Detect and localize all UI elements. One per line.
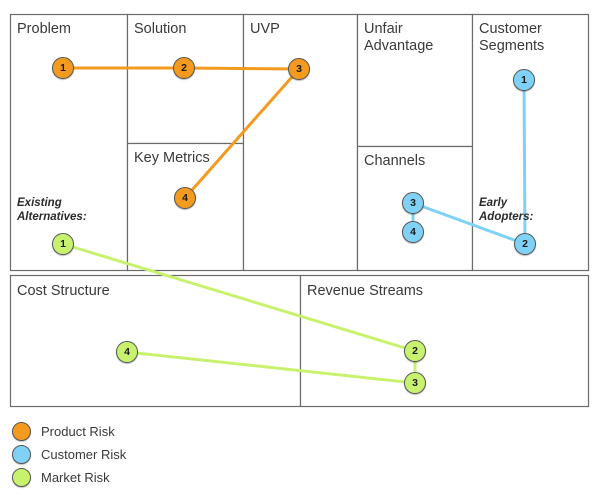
canvas-cell-solution bbox=[126, 13, 245, 145]
risk-node-label: 2 bbox=[412, 345, 418, 357]
risk-node-label: 3 bbox=[410, 197, 416, 209]
risk-links bbox=[61, 66, 527, 385]
legend-label-market-risk: Market Risk bbox=[41, 470, 110, 485]
link-product-2-to-product-3 bbox=[182, 66, 301, 71]
cell-title-solution: Solution bbox=[134, 21, 187, 37]
risk-node-product-3[interactable]: 3 bbox=[288, 58, 310, 80]
legend-swatch-product-risk-icon bbox=[12, 422, 31, 441]
link-customer-3-to-customer-2 bbox=[411, 201, 527, 246]
legend-item-product-risk: Product Risk bbox=[12, 420, 252, 443]
risk-node-label: 4 bbox=[182, 192, 188, 204]
risk-node-label: 4 bbox=[410, 226, 416, 238]
canvas-grid bbox=[9, 13, 590, 408]
risk-node-label: 1 bbox=[521, 74, 527, 86]
cell-title-problem: Problem bbox=[17, 21, 71, 37]
risk-node-label: 2 bbox=[181, 62, 187, 74]
link-market-4-to-market-3 bbox=[125, 350, 417, 385]
legend-label-customer-risk: Customer Risk bbox=[41, 447, 127, 462]
risk-node-label: 4 bbox=[124, 346, 130, 358]
cell-title-unfair-advantage: Unfair Advantage bbox=[364, 21, 434, 54]
cell-title-revenue-streams: Revenue Streams bbox=[307, 283, 424, 299]
risk-node-customer-2[interactable]: 2 bbox=[514, 233, 536, 255]
canvas-cell-unfair-advantage bbox=[356, 13, 474, 148]
cell-title-uvp: UVP bbox=[250, 21, 280, 37]
risk-node-product-2[interactable]: 2 bbox=[173, 57, 195, 79]
canvas-cell-customer-segments bbox=[471, 13, 590, 272]
cell-title-channels: Channels bbox=[364, 153, 426, 169]
risk-node-customer-3[interactable]: 3 bbox=[402, 192, 424, 214]
canvas-cell-cost-structure bbox=[9, 274, 302, 408]
link-market-1-to-market-2 bbox=[61, 242, 417, 353]
legend-label-product-risk: Product Risk bbox=[41, 424, 115, 439]
risk-node-market-1[interactable]: 1 bbox=[52, 233, 74, 255]
canvas-cell-problem bbox=[9, 13, 129, 272]
risk-node-product-1[interactable]: 1 bbox=[52, 57, 74, 79]
sub-label-existing-alternatives: Existing Alternatives: bbox=[17, 197, 87, 223]
risk-node-market-3[interactable]: 3 bbox=[404, 372, 426, 394]
risk-node-label: 2 bbox=[522, 238, 528, 250]
legend-swatch-customer-risk-icon bbox=[12, 445, 31, 464]
risk-node-product-4[interactable]: 4 bbox=[174, 187, 196, 209]
canvas-cell-uvp bbox=[242, 13, 359, 272]
cell-title-customer-segments: Customer Segments bbox=[479, 21, 545, 54]
risk-node-market-2[interactable]: 2 bbox=[404, 340, 426, 362]
risk-node-customer-4[interactable]: 4 bbox=[402, 221, 424, 243]
link-customer-1-to-customer-2 bbox=[522, 78, 527, 246]
legend-item-market-risk: Market Risk bbox=[12, 466, 252, 489]
risk-node-market-4[interactable]: 4 bbox=[116, 341, 138, 363]
risk-node-customer-1[interactable]: 1 bbox=[513, 69, 535, 91]
risk-node-label: 1 bbox=[60, 62, 66, 74]
canvas-cell-revenue-streams bbox=[299, 274, 590, 408]
cell-title-key-metrics: Key Metrics bbox=[134, 150, 210, 166]
risk-node-label: 3 bbox=[296, 63, 302, 75]
link-product-3-to-product-4 bbox=[183, 67, 301, 200]
legend-item-customer-risk: Customer Risk bbox=[12, 443, 252, 466]
risk-node-label: 3 bbox=[412, 377, 418, 389]
legend-swatch-market-risk-icon bbox=[12, 468, 31, 487]
sub-label-early-adopters: Early Adopters: bbox=[479, 197, 534, 223]
cell-title-cost-structure: Cost Structure bbox=[17, 283, 110, 299]
risk-node-label: 1 bbox=[60, 238, 66, 250]
